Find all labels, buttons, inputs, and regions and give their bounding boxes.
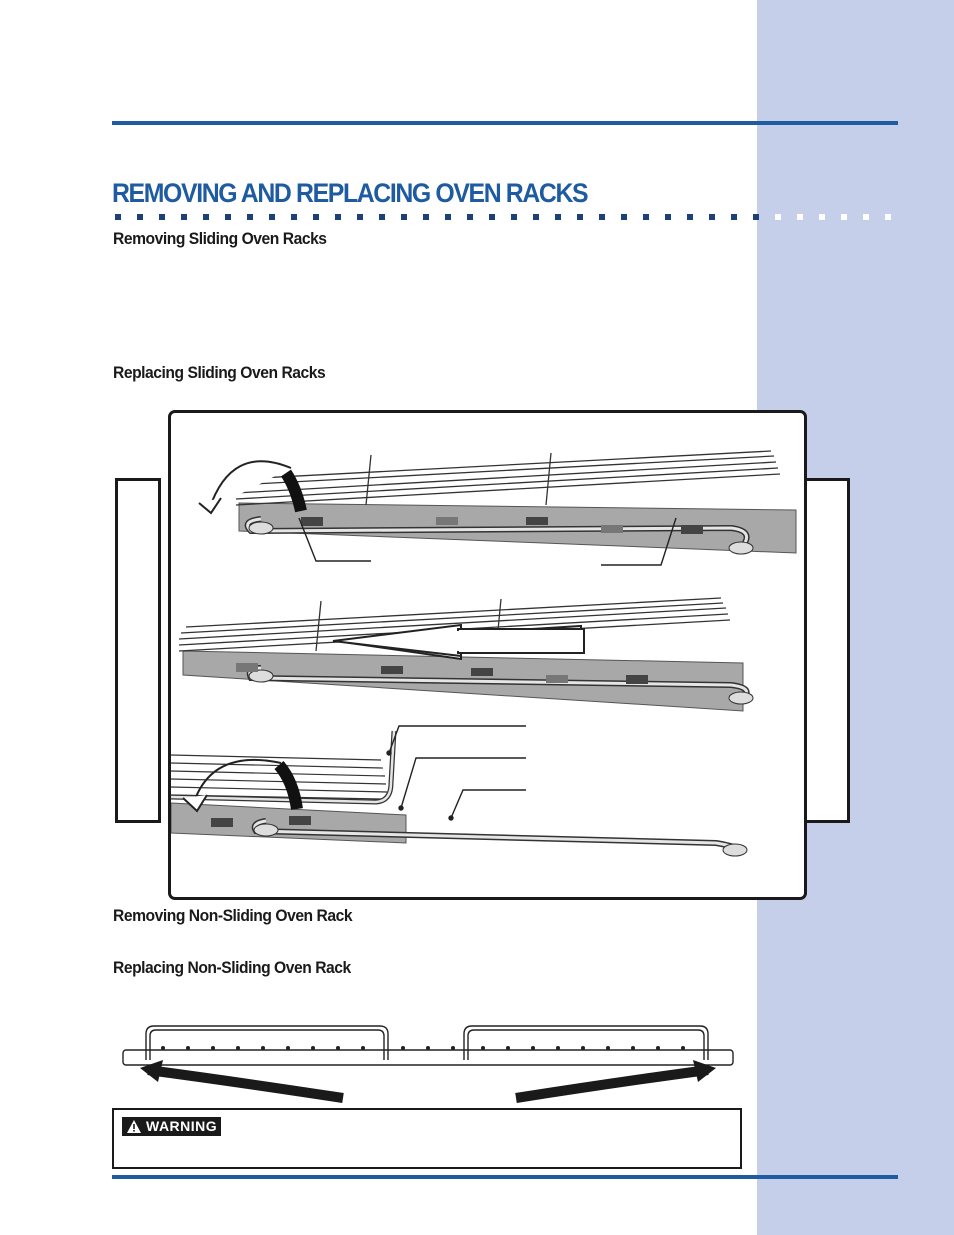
step-2-rack-slide [178, 597, 754, 712]
warning-badge: WARNING [122, 1117, 222, 1136]
bottom-rule [112, 1175, 898, 1179]
warning-triangle-icon [127, 1120, 141, 1133]
warning-label: WARNING [146, 1118, 218, 1134]
callout-frame-left [115, 478, 161, 823]
non-sliding-rack-illustration [122, 1025, 734, 1103]
page-title: REMOVING AND REPLACING OVEN RACKS [112, 178, 589, 208]
section-heading-replacing-non-sliding: Replacing Non-Sliding Oven Rack [113, 958, 351, 977]
callout-frame-right [804, 478, 850, 823]
section-heading-removing-non-sliding: Removing Non-Sliding Oven Rack [113, 906, 353, 925]
sliding-rack-illustration [171, 450, 797, 857]
dotted-divider [115, 214, 891, 220]
section-heading-replacing-sliding: Replacing Sliding Oven Racks [113, 363, 326, 382]
step-1-rack-tilt [198, 450, 797, 566]
sliding-rack-figure [168, 410, 807, 900]
section-heading-removing-sliding: Removing Sliding Oven Racks [113, 229, 327, 248]
top-rule [112, 121, 898, 125]
warning-box: WARNING [112, 1108, 742, 1169]
step-3-rack-detail [171, 725, 748, 857]
